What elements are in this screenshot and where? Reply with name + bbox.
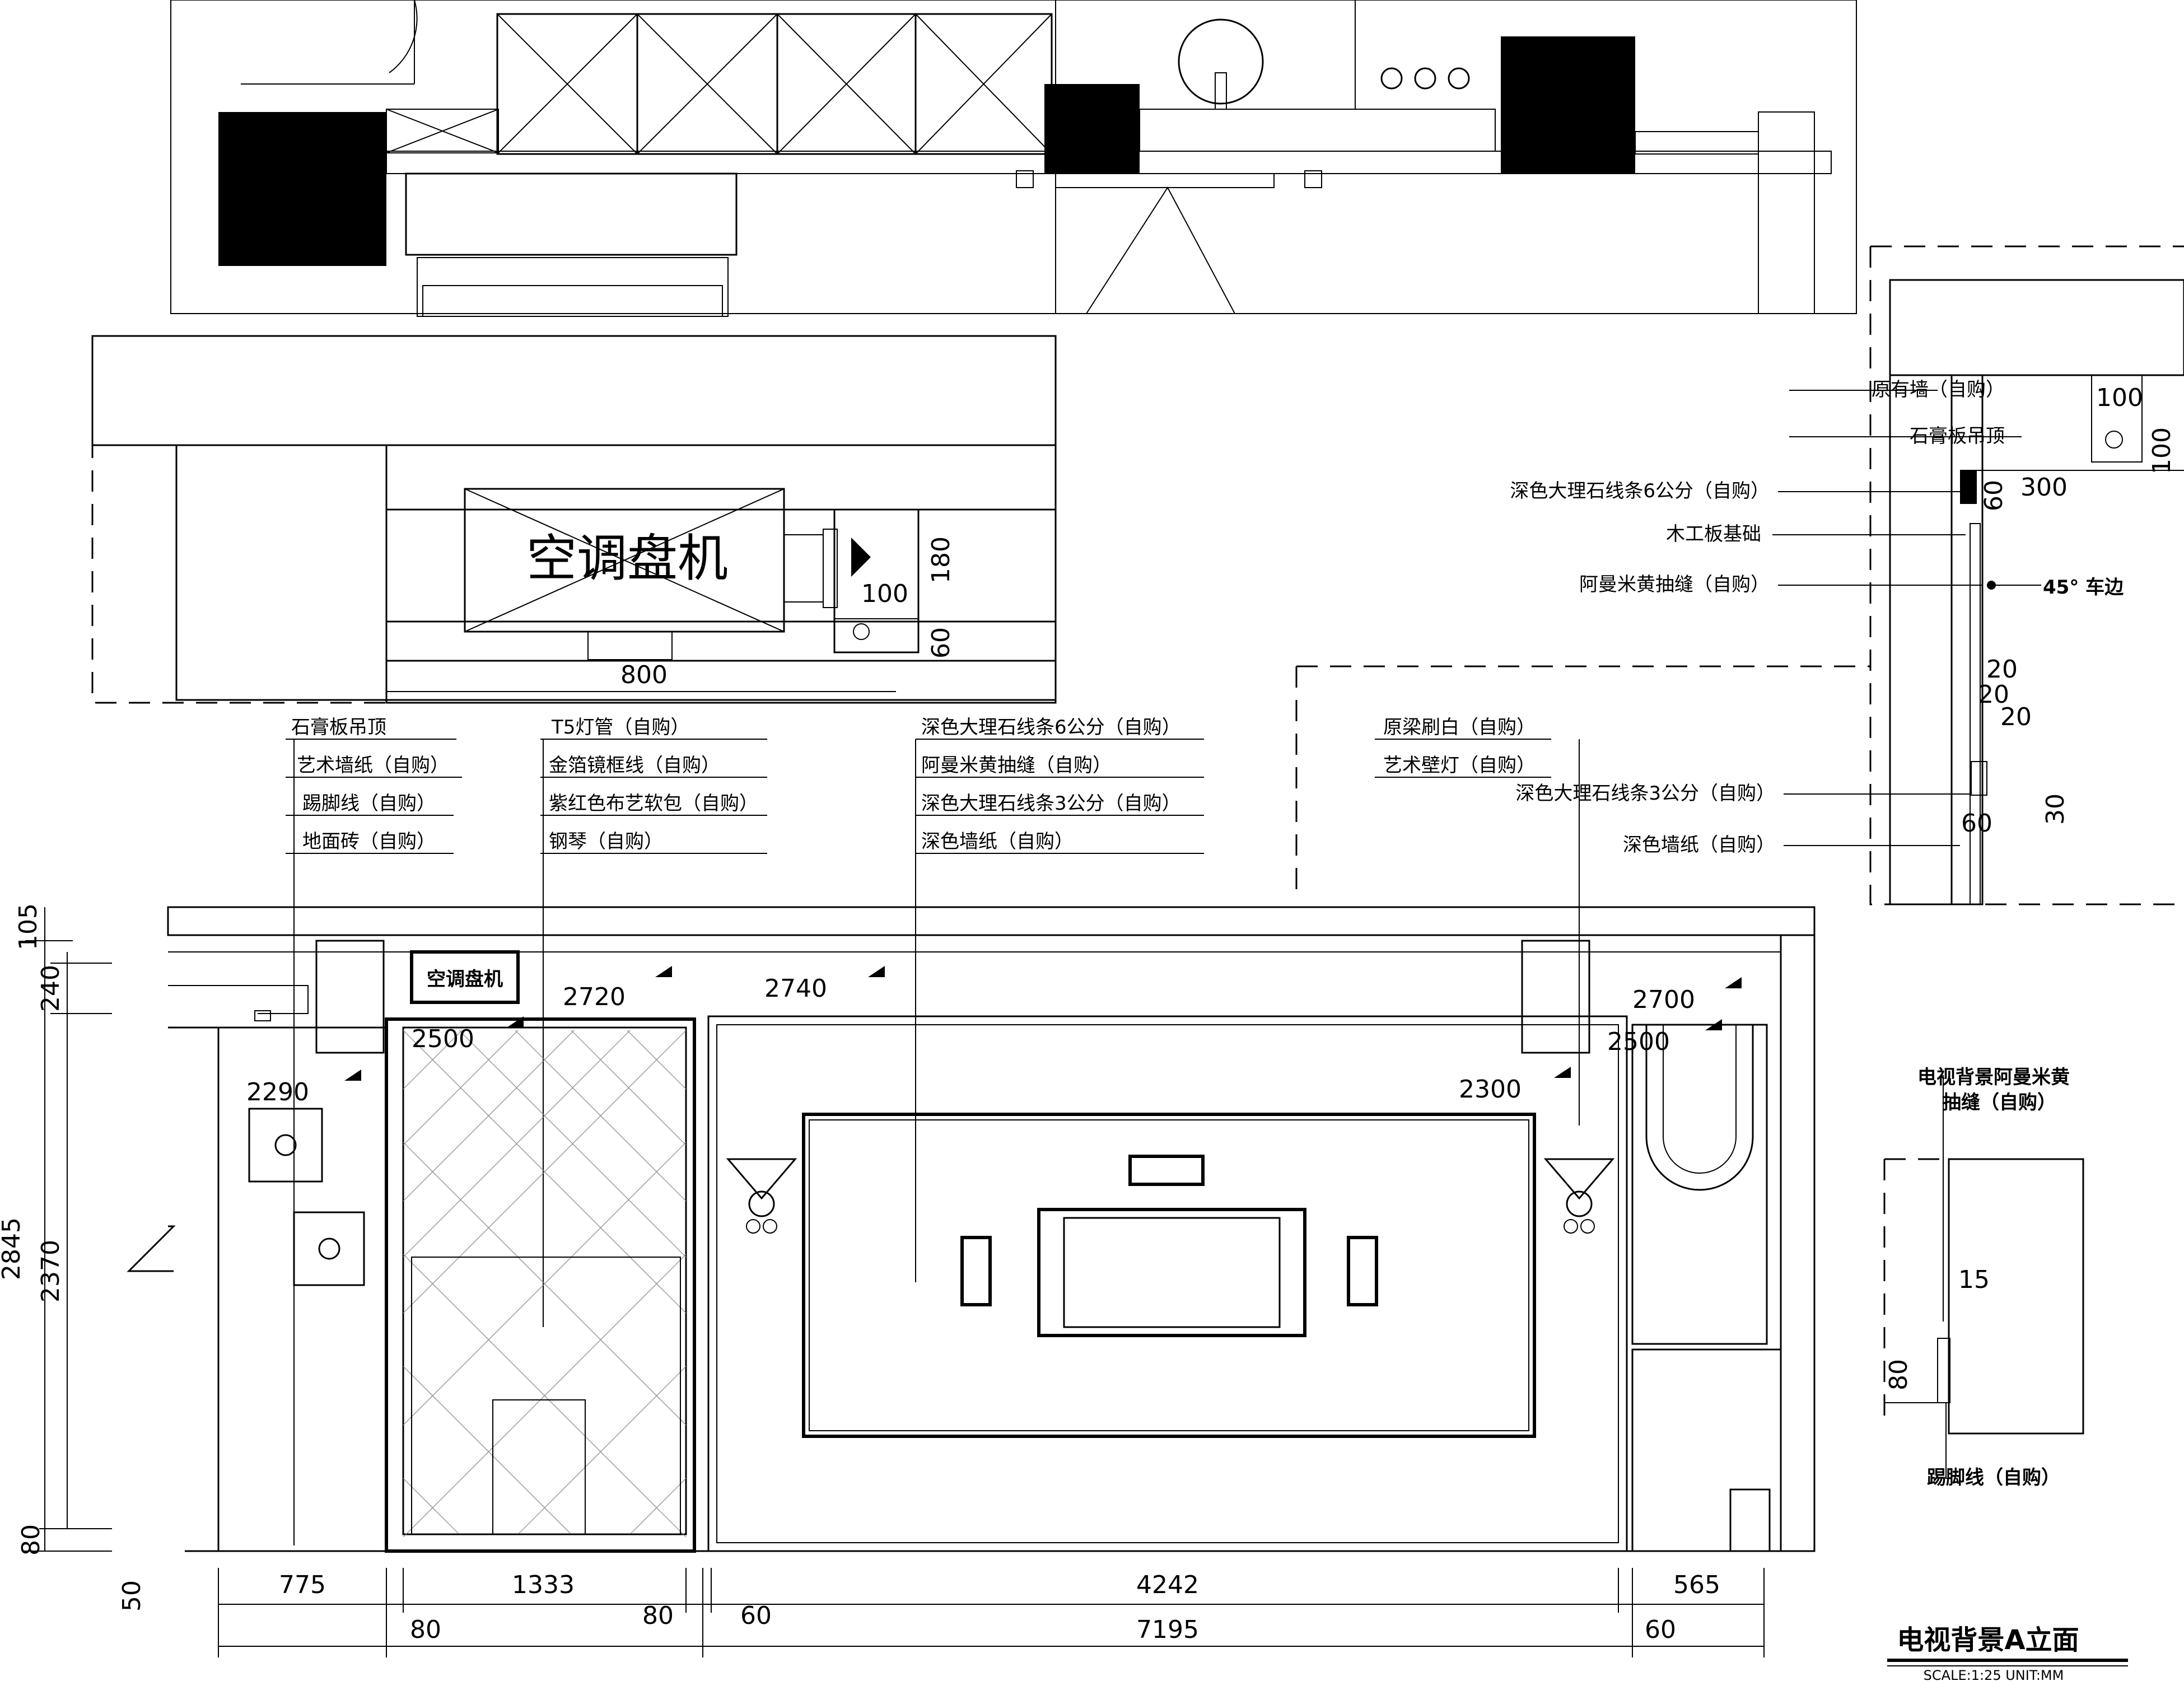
detail-section-right: 45° 车边 原有墙（自购） 石膏板吊顶 深色大理石线条6公分（自购） 木工板基… [1295, 245, 2184, 905]
title-block: 电视背景A立面 SCALE:1:25 UNIT:MM [1887, 1624, 2128, 1681]
callout-marble-3cm: 深色大理石线条3公分（自购） [921, 792, 1181, 815]
detail-small: 电视背景阿曼米黄 抽缝（自购） 15 80 踢脚线（自购） [1883, 1066, 2084, 1489]
hdim-1333: 1333 [512, 1571, 575, 1599]
ceiling-section: 空调盘机 100 180 60 800 [91, 335, 1057, 704]
callout-piano: 钢琴（自购） [549, 830, 663, 853]
dim-detail-30: 30 [2041, 793, 2070, 825]
elevation-levels: 2720 2740 2500 2290 2300 2700 2500 [246, 966, 1742, 1106]
hdim-565: 565 [1673, 1571, 1720, 1599]
callout-marble-6cm: 深色大理石线条6公分（自购） [921, 716, 1181, 739]
hdim-60a: 60 [740, 1601, 772, 1630]
callout-floor-tile: 地面砖（自购） [302, 830, 436, 853]
chamfer-label: 45° 车边 [2043, 576, 2124, 599]
level-2300: 2300 [1459, 1075, 1522, 1104]
vertical-dimensions: 105 240 2845 2370 80 50 [0, 903, 146, 1612]
dim-100-top: 100 [861, 580, 908, 608]
level-2740: 2740 [764, 974, 827, 1003]
ac-unit-elevation [410, 950, 520, 1004]
level-2500-left: 2500 [412, 1025, 474, 1053]
callout-art-wallpaper: 艺术墙纸（自购） [297, 754, 449, 777]
detail-label-dark-wallpaper: 深色墙纸（自购） [1623, 834, 1775, 856]
dim-800: 800 [620, 661, 668, 689]
callout-wall-lamp: 艺术壁灯（自购） [1383, 754, 1536, 777]
vdim-80: 80 [17, 1524, 45, 1556]
dim-detail-100a: 100 [2096, 384, 2143, 412]
ac-unit-elevation-label: 空调盘机 [427, 968, 503, 991]
top-plan-view [170, 0, 1857, 317]
detail-small-skirting: 踢脚线（自购） [1927, 1467, 2060, 1489]
tv-screen [1037, 1208, 1306, 1337]
detail-small-title2: 抽缝（自购） [1942, 1091, 2056, 1114]
vdim-2370: 2370 [36, 1240, 65, 1302]
callout-dark-wallpaper: 深色墙纸（自购） [921, 830, 1074, 853]
hdim-60b: 60 [1645, 1615, 1676, 1644]
level-2500-right: 2500 [1607, 1028, 1670, 1056]
vdim-105: 105 [14, 903, 43, 950]
detail-label-marble6: 深色大理石线条6公分（自购） [1510, 480, 1770, 502]
dim-detail-100b: 100 [2148, 427, 2176, 474]
hdim-80b: 80 [642, 1601, 674, 1630]
wall-lamp-right [1543, 1158, 1615, 1234]
level-2700: 2700 [1632, 986, 1695, 1014]
callout-fabric-panel: 紫红色布艺软包（自购） [549, 792, 758, 815]
tufted-panel [403, 1030, 687, 1538]
horizontal-dimensions: 775 1333 4242 565 80 80 60 7195 60 [218, 1568, 1765, 1657]
hdim-4242: 4242 [1136, 1571, 1199, 1599]
callout-skirting: 踢脚线（自购） [302, 792, 436, 815]
dim-detail-300: 300 [2020, 473, 2068, 502]
hdim-80a: 80 [410, 1615, 441, 1644]
dim-detail-20b: 20 [1978, 680, 2009, 709]
callout-gold-frame: 金箔镜框线（自购） [549, 754, 720, 777]
callout-t5-tube: T5灯管（自购） [551, 716, 689, 739]
detail-label-marble3: 深色大理石线条3公分（自购） [1515, 782, 1775, 805]
vdim-50: 50 [118, 1580, 146, 1612]
vdim-240: 240 [36, 965, 65, 1012]
callout-beige-groove: 阿曼米黄抽缝（自购） [921, 754, 1112, 777]
callouts-mid1: T5灯管（自购） 金箔镜框线（自购） 紫红色布艺软包（自购） 钢琴（自购） [540, 716, 767, 1327]
dim-detail-60b: 60 [1961, 809, 1992, 838]
callout-gypsum-ceiling: 石膏板吊顶 [291, 716, 386, 739]
detail-small-title1: 电视背景阿曼米黄 [1917, 1066, 2070, 1089]
main-elevation: 空调盘机 [127, 906, 1816, 1553]
hdim-775: 775 [279, 1571, 326, 1599]
dim-small-80: 80 [1884, 1359, 1913, 1390]
dim-detail-20a: 20 [1986, 655, 2018, 684]
level-2720: 2720 [563, 983, 626, 1011]
vdim-2845: 2845 [0, 1217, 26, 1280]
hdim-7195: 7195 [1136, 1615, 1199, 1644]
drawing-title: 电视背景A立面 [1897, 1624, 2079, 1656]
detail-label-beige: 阿曼米黄抽缝（自购） [1579, 573, 1770, 596]
wall-lamp-left [726, 1158, 797, 1234]
dim-60-top: 60 [927, 627, 955, 659]
piano-keys [422, 285, 723, 317]
callouts-right: 原梁刷白（自购） 艺术壁灯（自购） [1375, 716, 1580, 1126]
callouts-left: 石膏板吊顶 艺术墙纸（自购） 踢脚线（自购） 地面砖（自购） [286, 716, 462, 1545]
ac-unit-label: 空调盘机 [526, 529, 728, 588]
dim-small-15: 15 [1958, 1266, 1990, 1294]
dim-180: 180 [927, 536, 955, 583]
callout-beam-white: 原梁刷白（自购） [1383, 716, 1536, 739]
detail-label-plywood: 木工板基础 [1666, 523, 1761, 545]
callouts-mid2: 深色大理石线条6公分（自购） 阿曼米黄抽缝（自购） 深色大理石线条3公分（自购）… [915, 716, 1204, 1282]
dim-detail-20c: 20 [2000, 703, 2032, 731]
drawing-scale: SCALE:1:25 UNIT:MM [1924, 1668, 2064, 1681]
dim-detail-60: 60 [1980, 480, 2008, 511]
detail-right-labels: 原有墙（自购） 石膏板吊顶 深色大理石线条6公分（自购） 木工板基础 阿曼米黄抽… [1510, 379, 2022, 856]
level-2290: 2290 [246, 1078, 309, 1106]
